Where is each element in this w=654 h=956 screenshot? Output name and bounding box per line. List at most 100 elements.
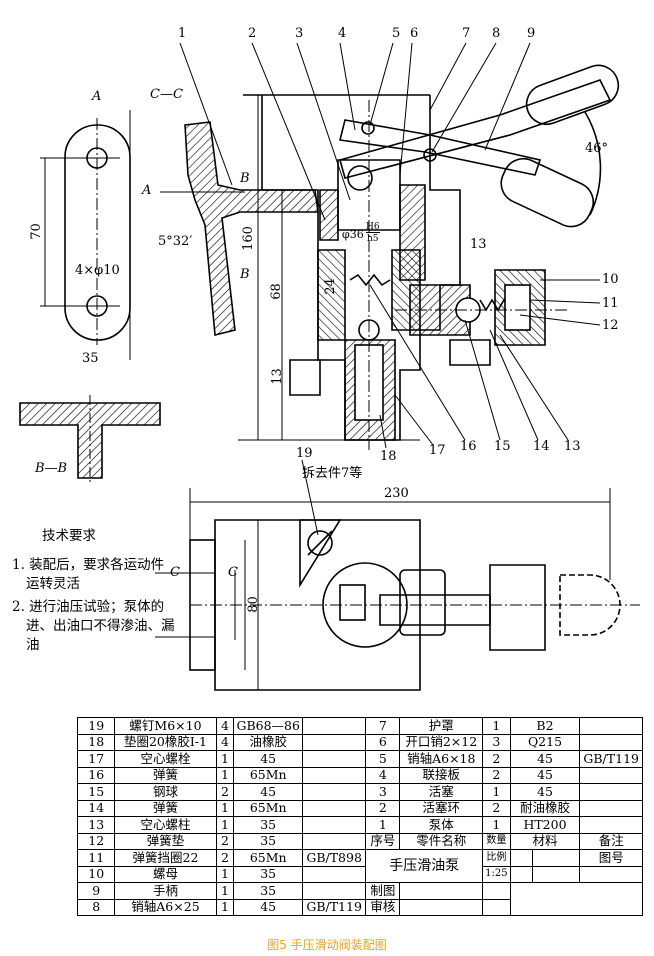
- bom-remark: [301, 816, 367, 834]
- bom-material: 65Mn: [233, 799, 303, 817]
- leader-lines: [179, 42, 601, 536]
- b-mark-bottom: B: [240, 267, 250, 282]
- bom-remark: [579, 717, 643, 735]
- bom-no: 5: [365, 750, 401, 768]
- bom-no: 1: [365, 816, 401, 834]
- bom-qty: 1: [215, 766, 235, 784]
- balloon-1: 1: [178, 26, 187, 41]
- bom-material: 油橡胶: [233, 733, 303, 751]
- assembly-drawing: [19, 42, 640, 691]
- drawn-label: 制图: [365, 882, 401, 900]
- balloon-14: 14: [533, 439, 550, 454]
- bom-qty: 2: [215, 832, 235, 850]
- balloon-11: 11: [602, 296, 619, 311]
- bom-material: 45: [233, 783, 303, 801]
- dim-46deg: 46°: [585, 141, 609, 156]
- bom-remark: [301, 783, 367, 801]
- balloon-18: 18: [380, 449, 397, 464]
- balloon-15: 15: [494, 439, 511, 454]
- balloon-8: 8: [492, 26, 501, 41]
- balloon-5: 5: [392, 26, 401, 41]
- dim-24: 24: [322, 278, 338, 295]
- bom-no: 15: [76, 783, 116, 801]
- empty-cell: [509, 865, 533, 883]
- bom-material: 35: [233, 816, 303, 834]
- bom-material: 45: [509, 766, 581, 784]
- bom-material: 35: [233, 865, 303, 883]
- bom-header-remark: 备注: [579, 832, 643, 850]
- bom-no: 18: [76, 733, 116, 751]
- bom-material: 45: [509, 783, 581, 801]
- bom-header-qty: 数量: [482, 832, 511, 850]
- bom-qty: 1: [482, 783, 511, 801]
- bom-remark: [579, 783, 643, 801]
- bom-remark: [579, 733, 643, 751]
- bom-material: 45: [233, 750, 303, 768]
- bom-name: 弹簧: [114, 766, 217, 784]
- balloon-2: 2: [248, 26, 257, 41]
- bom-name: 联接板: [399, 766, 484, 784]
- bom-no: 11: [76, 849, 116, 867]
- empty-cell: [509, 849, 533, 867]
- bom-no: 3: [365, 783, 401, 801]
- bom-remark: [579, 816, 643, 834]
- balloon-7: 7: [462, 26, 471, 41]
- top-view: [155, 488, 640, 691]
- bom-no: 6: [365, 733, 401, 751]
- bom-name: 螺母: [114, 865, 217, 883]
- bom-name: 手柄: [114, 882, 217, 900]
- dim-13-left: 13: [269, 368, 285, 385]
- bom-remark: [301, 882, 367, 900]
- main-section: [238, 64, 620, 450]
- bom-header-name: 零件名称: [399, 832, 484, 850]
- technical-requirements: 技术要求 1. 装配后，要求各运动件运转灵活 2. 进行油压试验；泵体的进、出油…: [12, 527, 176, 659]
- bom-name: 空心螺栓: [114, 750, 217, 768]
- bom-material: 35: [233, 882, 303, 900]
- balloon-4: 4: [338, 26, 347, 41]
- c-mark-left: C: [170, 565, 180, 580]
- bom-material: B2: [509, 717, 581, 735]
- b-mark-top: B: [240, 171, 250, 186]
- dim-holes: 4×φ10: [75, 263, 120, 278]
- bom-name: 泵体: [399, 816, 484, 834]
- bom-no: 9: [76, 882, 116, 900]
- bom-no: 16: [76, 766, 116, 784]
- bom-remark: [301, 717, 367, 735]
- bom-no: 4: [365, 766, 401, 784]
- dim-35: 35: [82, 351, 99, 366]
- bom-no: 7: [365, 717, 401, 735]
- bom-material: 65Mn: [233, 849, 303, 867]
- bom-no: 17: [76, 750, 116, 768]
- bom-remark: [301, 733, 367, 751]
- scale-label: 比例: [482, 849, 511, 867]
- bom-qty: 4: [215, 717, 235, 735]
- section-cc: [160, 121, 319, 337]
- dim-68: 68: [268, 283, 284, 300]
- bom-material: HT200: [509, 816, 581, 834]
- bom-no: 12: [76, 832, 116, 850]
- view-a-label: A: [92, 89, 102, 104]
- tech-item-2: 2. 进行油压试验；泵体的进、出油口不得渗油、漏油: [12, 599, 175, 653]
- bom-material: Q215: [509, 733, 581, 751]
- bom-name: 钢球: [114, 783, 217, 801]
- dim-160: 160: [240, 226, 256, 251]
- bom-qty: 3: [482, 733, 511, 751]
- bom-qty: 4: [215, 733, 235, 751]
- section-bb-label: B—B: [35, 461, 68, 476]
- balloon-12: 12: [602, 318, 619, 333]
- balloon-19: 19: [296, 446, 313, 461]
- bom-material: 45: [233, 898, 303, 916]
- scale-value: 1:25: [482, 865, 511, 883]
- bom-material: 35: [233, 832, 303, 850]
- bom-remark: GB/T119: [301, 898, 367, 916]
